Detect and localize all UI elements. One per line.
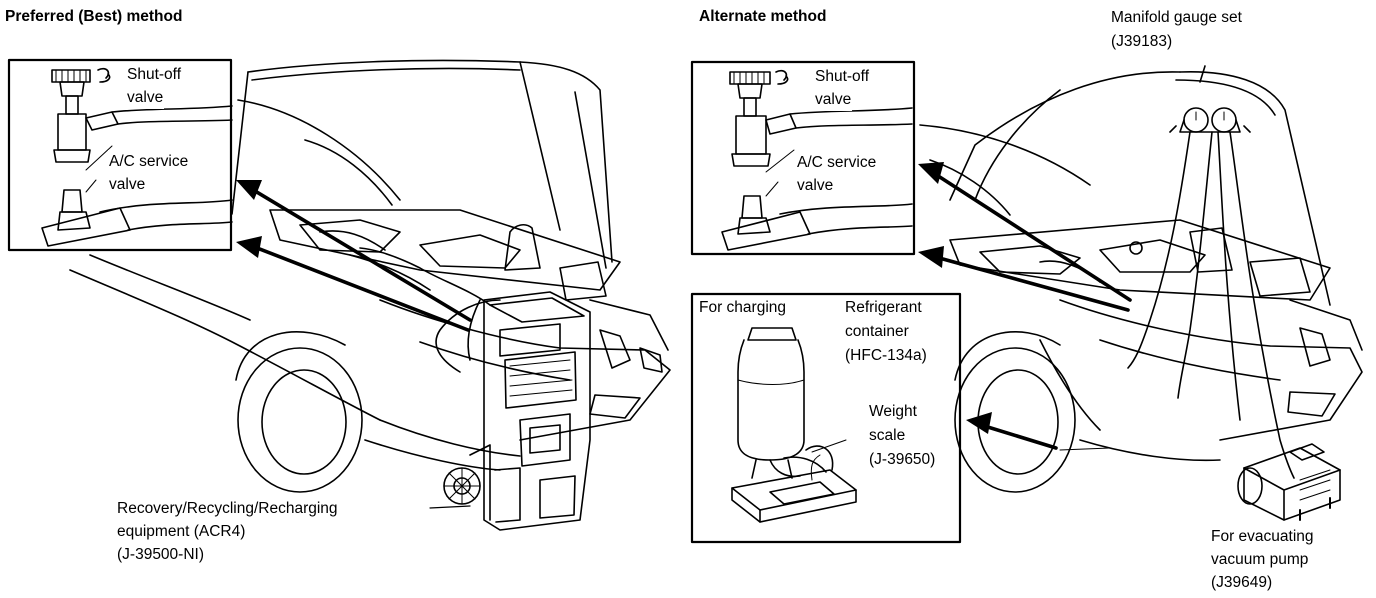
recovery-label-line2: equipment (ACR4): [117, 523, 246, 540]
right-shutoff-label-line2: valve: [814, 88, 853, 111]
manifold-gauge-set: [1127, 65, 1295, 479]
heading-preferred-method: Preferred (Best) method: [5, 8, 183, 25]
left-shutoff-label-line2: valve: [126, 86, 165, 109]
vacuum-label-line1: For evacuating: [1211, 528, 1314, 545]
for-charging-label: For charging: [698, 296, 788, 319]
left-shutoff-label-line1: Shut-off: [126, 63, 183, 86]
right-pointer-arrows: [930, 170, 1132, 312]
refrigerant-container-label-line3: (HFC-134a): [844, 344, 928, 367]
charging-box: [690, 292, 962, 544]
heading-alternate-method: Alternate method: [699, 8, 827, 25]
vacuum-label-line3: (J39649): [1211, 574, 1273, 591]
right-shutoff-label-line1: Shut-off: [814, 65, 871, 88]
weight-scale-label-line2: scale: [868, 424, 907, 447]
right-service-label-line2: valve: [796, 174, 835, 197]
recovery-label-line3: (J-39500-NI): [117, 546, 204, 563]
vacuum-pump: [1237, 443, 1341, 521]
refrigerant-container-label-line1: Refrigerant: [844, 296, 923, 319]
recovery-label-line1: Recovery/Recycling/Recharging: [117, 500, 338, 517]
right-inset-box: [690, 60, 916, 256]
refrigerant-container-label-line2: container: [844, 320, 910, 343]
right-service-label-line1: A/C service: [796, 151, 878, 174]
weight-scale-label-line1: Weight: [868, 400, 918, 423]
left-inset-box: [7, 58, 233, 252]
weight-scale-label-line3: (J-39650): [868, 448, 937, 471]
left-service-label-line2: valve: [108, 173, 147, 196]
left-vehicle: [69, 59, 671, 493]
left-pointer-arrows: [248, 186, 472, 332]
manifold-label-line1: Manifold gauge set: [1111, 9, 1242, 26]
vacuum-label-line2: vacuum pump: [1211, 551, 1309, 568]
manifold-label-line2: (J39183): [1111, 33, 1173, 50]
acr4-equipment: [359, 247, 591, 531]
left-service-label-line1: A/C service: [108, 150, 190, 173]
